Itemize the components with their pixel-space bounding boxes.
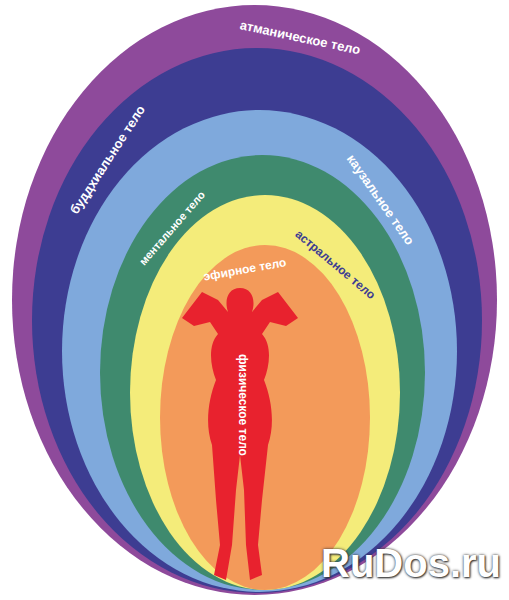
- buddhic-body: буддхиальное телокаузальное теломентальн…: [32, 48, 482, 593]
- body-label: физическое тело: [235, 354, 248, 456]
- causal-body: каузальное теломентальное телоастральное…: [62, 110, 457, 592]
- physical-body: физическое тело: [175, 285, 300, 585]
- astral-body: астральное телоэфирное телофизическое те…: [130, 195, 400, 590]
- atmanic-body: атманическое телобуддхиальное телокаузал…: [12, 5, 497, 595]
- etheric-body: эфирное телофизическое тело: [160, 245, 370, 590]
- mental-body: ментальное телоастральное телоэфирное те…: [100, 155, 425, 590]
- watermark: RuDos.ru: [321, 541, 501, 586]
